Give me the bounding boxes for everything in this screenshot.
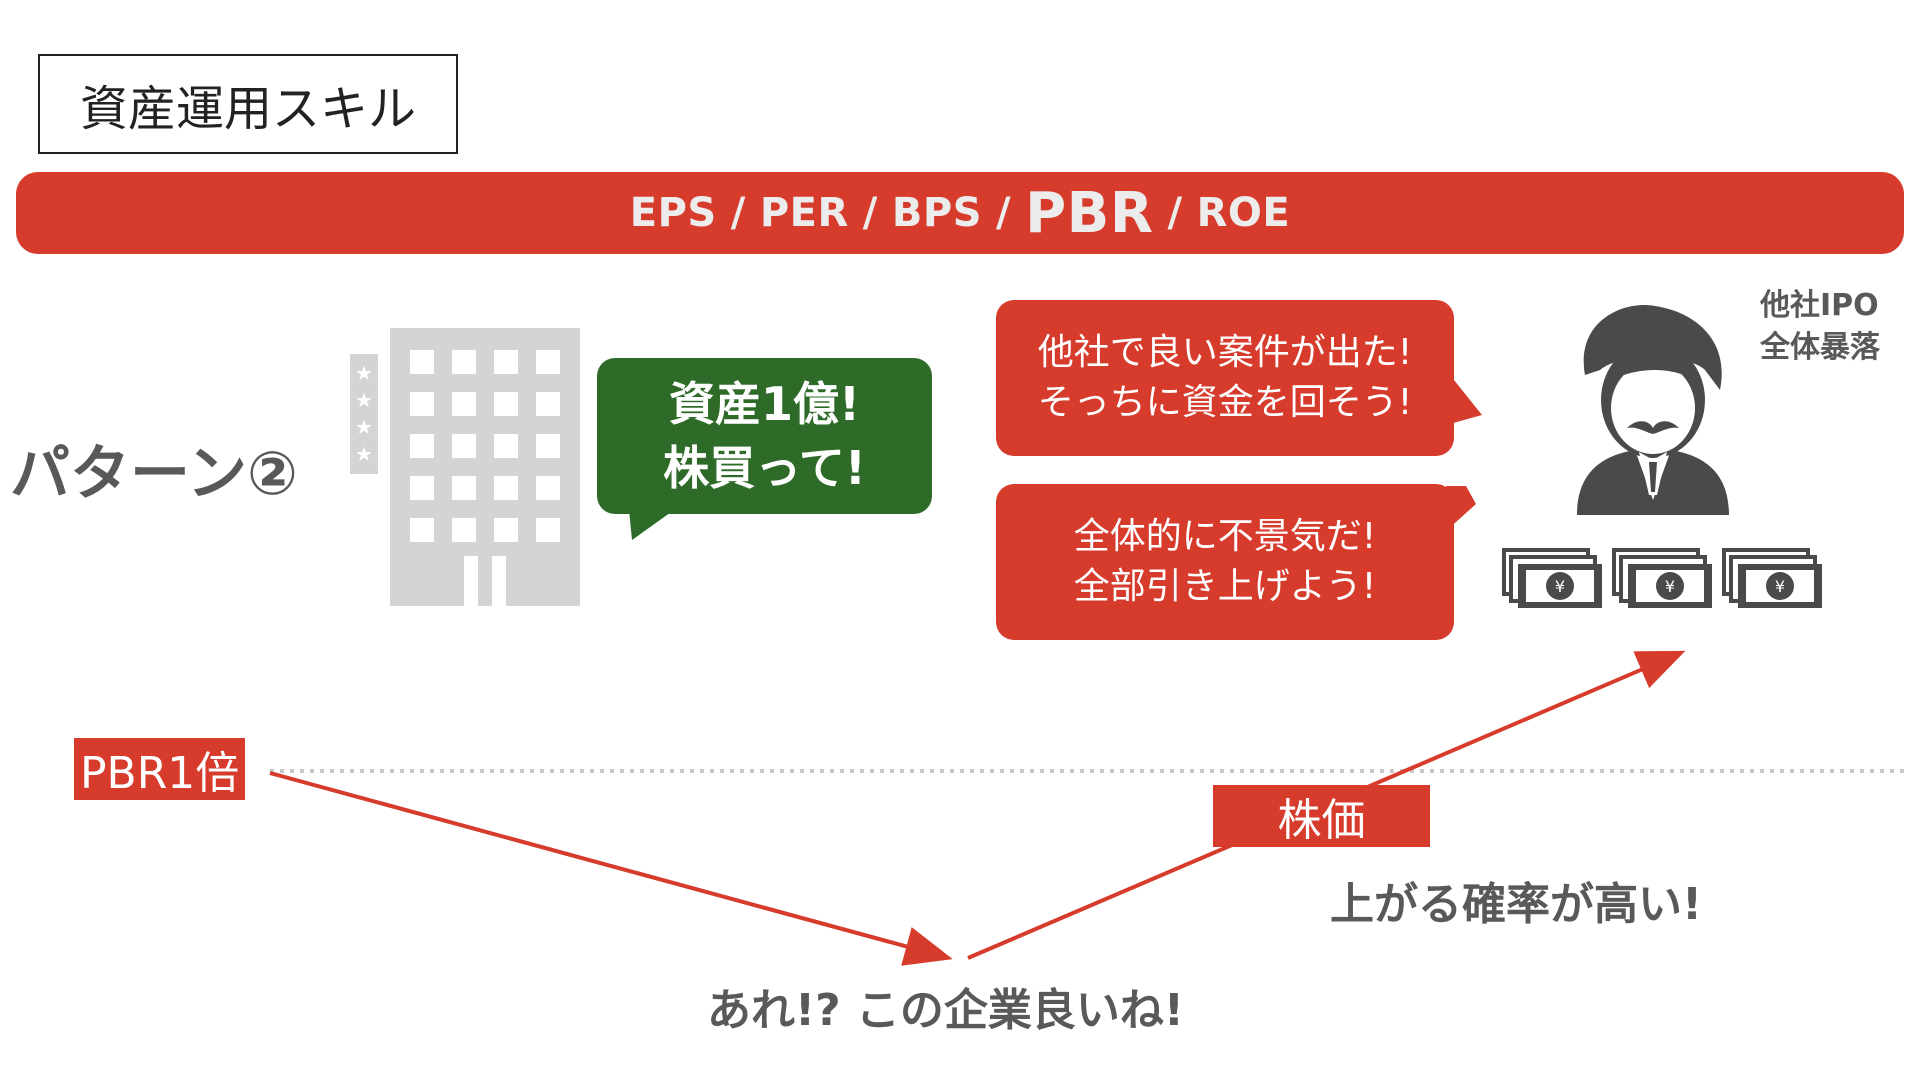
red-bubble-2-line-2: 全部引き上げよう! [1073,566,1377,607]
svg-text:★: ★ [355,442,373,466]
green-speech-bubble: 資産1億! 株買って! [597,358,932,514]
ipo-note-line-2: 全体暴落 [1760,330,1880,365]
metric-separator: / [862,190,878,236]
pbr-one-label: PBR1倍 [74,738,246,800]
svg-text:¥: ¥ [1775,577,1785,596]
red-bubble-1-line-1: 他社で良い案件が出た! [1037,332,1413,373]
ipo-note-line-1: 他社IPO [1760,288,1879,323]
metric-eps: EPS [629,190,717,236]
ipo-note: 他社IPO 全体暴落 [1760,285,1880,369]
metric-separator: / [996,190,1012,236]
metric-separator: / [1167,190,1183,236]
metric-pbr: PBR [1025,180,1154,246]
pattern-label: パターン② [10,439,298,509]
red-speech-bubble-1: 他社で良い案件が出た! そっちに資金を回そう! [996,300,1454,456]
red-bubble-2-line-1: 全体的に不景気だ! [1073,516,1377,557]
red-speech-bubble-2: 全体的に不景気だ! 全部引き上げよう! [996,484,1454,640]
metric-bps: BPS [891,190,983,236]
metric-per: PER [759,190,849,236]
metrics-banner: EPS / PER / BPS / PBR / ROE [16,172,1904,254]
metric-roe: ROE [1196,190,1291,236]
red-bubble-tail [1446,370,1482,425]
rise-probability-text: 上がる確率が高い! [1330,879,1703,930]
svg-text:★: ★ [355,361,373,385]
banknote-icon: ¥ [1502,548,1602,608]
svg-text:¥: ¥ [1555,577,1565,596]
svg-text:★: ★ [355,388,373,412]
green-bubble-line-1: 資産1億! [669,377,860,431]
metric-separator: / [730,190,746,236]
building-icon: ★ ★ ★ ★ [350,328,580,606]
red-bubble-1-line-2: そっちに資金を回そう! [1037,382,1413,423]
decline-arrow [269,771,953,966]
svg-text:¥: ¥ [1665,577,1675,596]
discovery-text: あれ!? この企業良いね! [707,985,1184,1036]
banknote-icon: ¥ [1722,548,1822,608]
green-bubble-line-2: 株買って! [663,441,866,495]
banknote-icon: ¥ [1612,548,1712,608]
stock-price-label: 株価 [1213,785,1430,847]
svg-text:★: ★ [355,415,373,439]
investor-icon [1577,304,1729,515]
page-title: 資産運用スキル [38,54,458,154]
